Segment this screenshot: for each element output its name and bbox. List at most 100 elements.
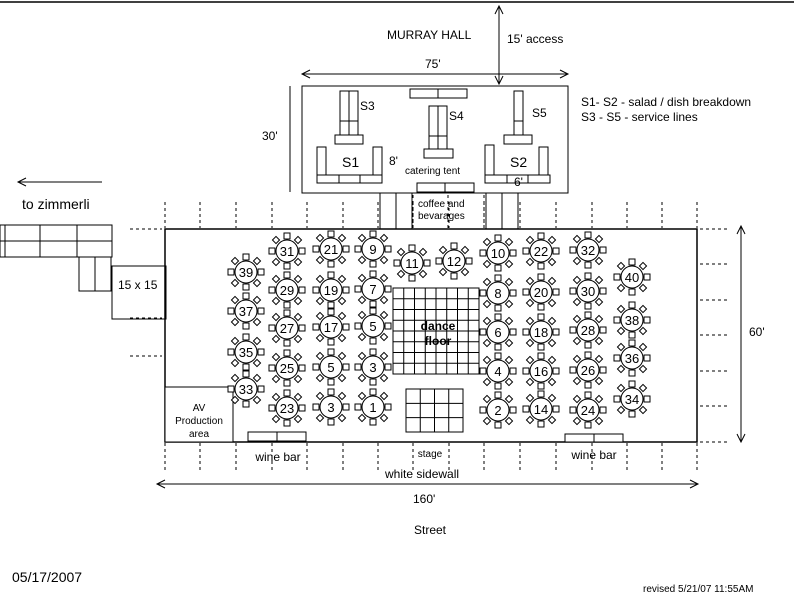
round-table[interactable]: 3: [354, 348, 392, 386]
table-number: 18: [534, 325, 548, 340]
chair: [257, 268, 265, 276]
round-table[interactable]: 11: [393, 244, 431, 282]
round-table[interactable]: 18: [522, 313, 560, 351]
chair: [293, 274, 303, 284]
chair: [408, 274, 416, 282]
round-table[interactable]: 14: [522, 390, 560, 428]
chair: [547, 393, 557, 403]
chair: [327, 230, 335, 238]
chair: [268, 364, 276, 372]
round-table[interactable]: 2: [479, 391, 517, 429]
chair: [252, 317, 262, 327]
chair: [613, 395, 621, 403]
round-table[interactable]: 4: [479, 352, 517, 390]
round-table[interactable]: 23: [268, 389, 306, 427]
chair: [354, 322, 362, 330]
chair: [327, 388, 335, 396]
chair: [628, 369, 636, 377]
table-number: 4: [494, 364, 501, 379]
chair: [423, 259, 431, 267]
access-dimension: 15' access: [507, 32, 563, 46]
chair: [271, 392, 281, 402]
chair: [537, 273, 545, 281]
station-s4: [423, 105, 454, 159]
round-table[interactable]: 17: [312, 308, 350, 346]
round-table[interactable]: 7: [354, 270, 392, 308]
round-table[interactable]: 5: [354, 307, 392, 345]
chair: [584, 311, 592, 319]
chair: [293, 352, 303, 362]
round-table[interactable]: 35: [227, 333, 265, 371]
station-s5: [503, 90, 533, 145]
round-table[interactable]: 3: [312, 388, 350, 426]
round-table[interactable]: 31: [268, 232, 306, 270]
dance-floor: [392, 287, 480, 375]
round-table[interactable]: 6: [479, 313, 517, 351]
round-table[interactable]: 12: [435, 242, 473, 280]
round-table[interactable]: 32: [569, 231, 607, 269]
chair: [379, 233, 389, 243]
chair: [271, 235, 281, 245]
chair: [315, 274, 325, 284]
chair: [638, 405, 648, 415]
round-table[interactable]: 33: [227, 370, 265, 408]
round-table[interactable]: 34: [613, 380, 651, 418]
round-table[interactable]: 10: [479, 234, 517, 272]
round-table[interactable]: 16: [522, 352, 560, 390]
round-table[interactable]: 27: [268, 309, 306, 347]
chair: [293, 312, 303, 322]
chair: [384, 245, 392, 253]
tent-width-dimension: 75': [425, 57, 441, 71]
round-table[interactable]: 9: [354, 230, 392, 268]
round-table[interactable]: 5: [312, 348, 350, 386]
chair: [509, 406, 517, 414]
chair: [537, 420, 545, 428]
chair: [584, 381, 592, 389]
chair: [438, 267, 448, 277]
street-label: Street: [414, 523, 447, 537]
round-table[interactable]: 40: [613, 258, 651, 296]
chair: [271, 414, 281, 424]
chair: [482, 259, 492, 269]
chair: [327, 418, 335, 426]
chair: [268, 404, 276, 412]
round-table[interactable]: 25: [268, 349, 306, 387]
round-table[interactable]: 20: [522, 273, 560, 311]
round-table[interactable]: 8: [479, 274, 517, 312]
chair: [435, 257, 443, 265]
table-number: 38: [625, 313, 639, 328]
round-table[interactable]: 22: [522, 232, 560, 270]
chair: [569, 287, 577, 295]
chair: [342, 323, 350, 331]
tent-depth-dimension: 30': [262, 129, 278, 143]
chair: [482, 277, 492, 287]
round-table[interactable]: 24: [569, 391, 607, 429]
round-table[interactable]: 21: [312, 230, 350, 268]
round-table[interactable]: 37: [227, 292, 265, 330]
round-table[interactable]: 28: [569, 311, 607, 349]
round-table[interactable]: 19: [312, 271, 350, 309]
chair: [572, 234, 582, 244]
round-table[interactable]: 36: [613, 339, 651, 377]
chair: [230, 317, 240, 327]
round-table[interactable]: 26: [569, 351, 607, 389]
table-number: 25: [280, 361, 294, 376]
chair: [594, 394, 604, 404]
round-table[interactable]: 39: [227, 253, 265, 291]
round-table[interactable]: 1: [354, 388, 392, 426]
round-table[interactable]: 30: [569, 272, 607, 310]
chair: [354, 245, 362, 253]
chair: [479, 367, 487, 375]
av-production-area: [164, 386, 234, 443]
to-zimmerli-label: to zimmerli: [22, 196, 90, 212]
dance-floor-label-1: dance: [421, 319, 456, 333]
table-number: 7: [369, 282, 376, 297]
chair: [460, 267, 470, 277]
chair: [315, 373, 325, 383]
chair: [257, 307, 265, 315]
chair: [479, 328, 487, 336]
chair: [584, 302, 592, 310]
round-table[interactable]: 38: [613, 301, 651, 339]
round-table[interactable]: 29: [268, 271, 306, 309]
